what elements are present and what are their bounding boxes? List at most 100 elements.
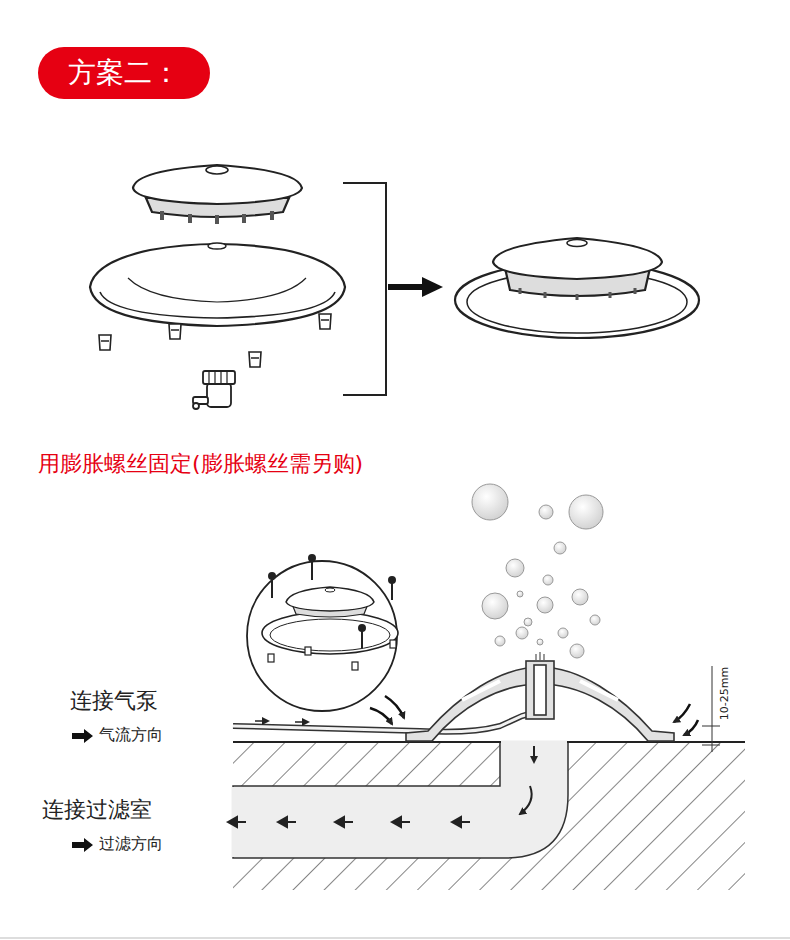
center-tube-bore (534, 665, 546, 715)
bend-flow-arrow (520, 786, 532, 814)
peg (215, 215, 219, 224)
inset-screws (269, 555, 395, 648)
base-rim-inner (128, 278, 306, 302)
screw-shaft (311, 560, 313, 580)
bubble (590, 615, 600, 625)
inset-foot (305, 647, 311, 655)
bracket (343, 183, 386, 395)
connector-cap (203, 371, 235, 384)
bubble (537, 597, 553, 613)
drain-pipe (233, 742, 568, 858)
base-rim (100, 292, 335, 318)
peg (160, 211, 164, 220)
pump-label: 连接气泵 (70, 688, 158, 714)
feet (99, 314, 331, 367)
down-flow-arrow (533, 746, 535, 762)
assembled-pegs (520, 288, 635, 300)
inset-detail (247, 555, 398, 711)
top-cap-exploded (133, 165, 302, 224)
assembled-hole (567, 240, 587, 247)
flow-arrow (278, 817, 296, 827)
base-hole (208, 243, 226, 249)
inset-foot (390, 640, 396, 648)
connector-body (207, 383, 231, 407)
inset-base-rim (270, 619, 390, 651)
bubble (472, 484, 508, 520)
bubble (570, 644, 584, 658)
screw-shaft (391, 582, 393, 600)
intake-arrow (684, 720, 698, 735)
outlet-mark (536, 652, 544, 660)
base-dome (90, 244, 345, 326)
install-note: 用膨胀螺丝固定(膨胀螺丝需另购) (38, 451, 363, 477)
foot (249, 352, 261, 367)
air-flow-arrow (295, 721, 308, 723)
legend-arrow (72, 838, 93, 852)
title-pill: 方案二： (38, 47, 210, 99)
bubble (506, 559, 524, 577)
air-flow-arrow (255, 720, 268, 722)
foot (319, 314, 331, 329)
air-intake-arrows (370, 696, 698, 735)
ground-hatch (233, 742, 745, 890)
bubbles (472, 484, 603, 658)
flow-arrow (335, 817, 353, 827)
inset-foot (352, 662, 358, 670)
foot (99, 335, 111, 350)
connector-knurl (209, 371, 227, 384)
flow-arrow (392, 817, 410, 827)
flow-arrow (452, 817, 470, 827)
dimension-tick (702, 726, 720, 727)
base-exploded (90, 243, 345, 326)
bubble (516, 627, 528, 639)
bubble (539, 505, 553, 519)
airflow-legend-text: 气流方向 (99, 725, 163, 744)
inset-base (262, 612, 398, 654)
pipe-mouth (501, 741, 567, 744)
center-tube (526, 661, 554, 719)
bottom-rule (0, 937, 790, 939)
air-connector (193, 371, 235, 409)
dome-section (406, 652, 674, 741)
filterflow-legend-text: 过滤方向 (99, 834, 163, 853)
bubble (517, 591, 523, 597)
inset-feet (268, 640, 396, 670)
title-text: 方案二： (38, 47, 210, 99)
cap-pegs (160, 211, 274, 224)
bubble (524, 618, 532, 626)
filter-label: 连接过滤室 (42, 797, 152, 823)
assembly-arrow-shaft (388, 284, 424, 290)
bubble (495, 636, 505, 646)
filter-flow-arrows (228, 817, 470, 827)
bubble (554, 542, 566, 554)
dimension-tick (702, 745, 720, 746)
peg (188, 214, 192, 223)
connector-tip (193, 403, 199, 409)
flow-arrow (228, 817, 246, 827)
bubble (569, 495, 603, 529)
peg (242, 214, 246, 223)
intake-arrow (385, 696, 404, 718)
inset-cap (286, 587, 374, 611)
peg (270, 211, 274, 220)
bubble (482, 593, 508, 619)
screw-shaft (361, 630, 363, 648)
inset-cap-hole (325, 588, 335, 592)
height-dimension (702, 666, 720, 752)
bubble (572, 589, 588, 605)
bubble (543, 575, 553, 585)
foot (169, 324, 181, 339)
screw-shaft (271, 578, 273, 598)
assembled-unit (455, 238, 699, 338)
assembly-arrow-head (422, 277, 443, 297)
dimension-text: 10-25mm (718, 667, 731, 720)
cap-dome (133, 165, 302, 204)
assembled-cap (493, 238, 662, 279)
bubble (558, 628, 568, 638)
intake-arrow (370, 708, 392, 724)
inset-circle (247, 561, 397, 711)
intake-arrow (674, 704, 690, 722)
dimension-line (712, 666, 713, 752)
bubble (537, 639, 543, 645)
